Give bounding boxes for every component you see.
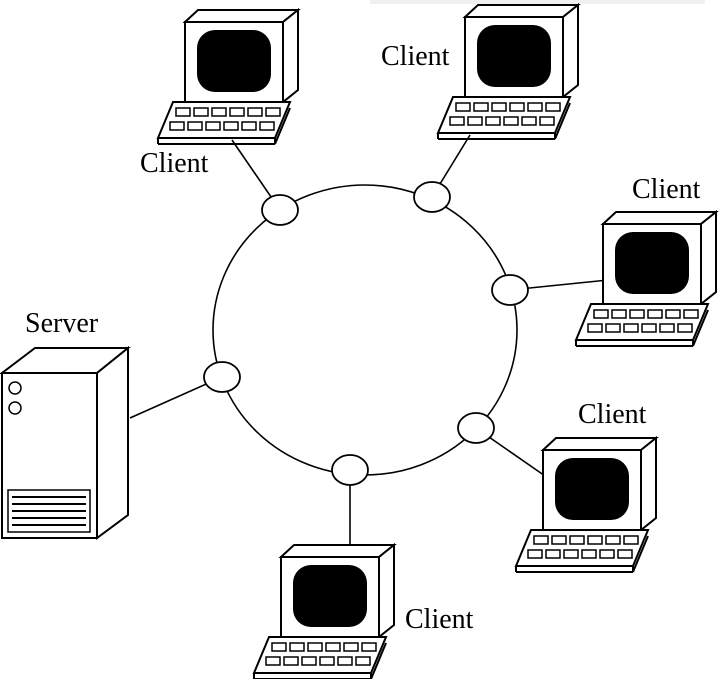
ring-node xyxy=(261,194,299,226)
server-label: Server xyxy=(25,308,99,339)
client-label: Client xyxy=(632,174,701,205)
client-computer-icon xyxy=(437,4,579,140)
client-label: Client xyxy=(578,399,647,430)
client-computer-icon xyxy=(575,211,717,347)
ring-node xyxy=(413,181,451,213)
ring-node xyxy=(491,274,529,306)
server-icon xyxy=(0,345,131,540)
ring-node xyxy=(203,361,241,393)
faded-top-strip-right xyxy=(370,0,705,4)
client-label: Client xyxy=(405,604,474,635)
client-computer-icon xyxy=(157,9,299,145)
faded-top-strip xyxy=(0,0,330,8)
client-label: Client xyxy=(140,148,209,179)
client-label: Client xyxy=(381,41,450,72)
ring-node xyxy=(331,454,369,486)
client-computer-icon xyxy=(515,437,657,573)
client-computer-icon xyxy=(253,544,395,679)
ring-node xyxy=(457,412,495,444)
